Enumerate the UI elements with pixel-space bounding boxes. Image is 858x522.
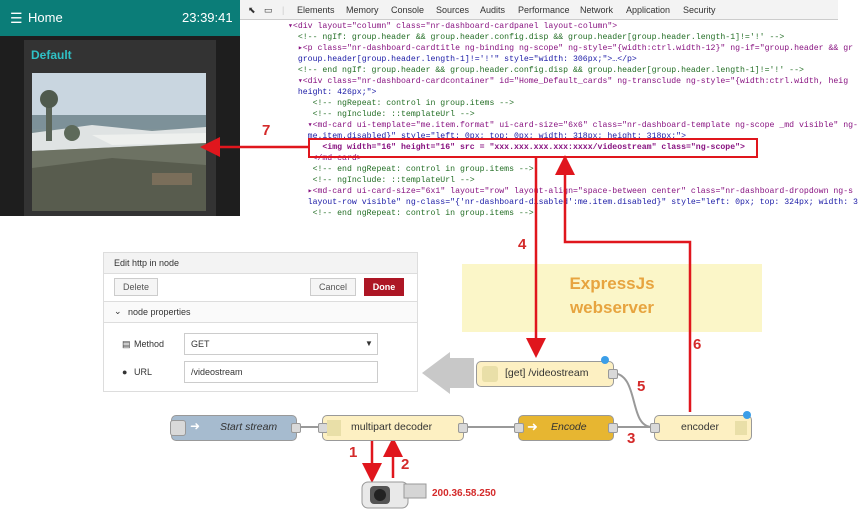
tab-console[interactable]: Console bbox=[391, 5, 425, 15]
changed-indicator bbox=[601, 356, 609, 364]
tab-sources[interactable]: Sources bbox=[436, 5, 470, 15]
edit-node-panel: Edit http in node Delete Cancel Done ⌄ n… bbox=[103, 252, 418, 392]
step-1: 1 bbox=[349, 444, 358, 461]
encode-label: Encode bbox=[551, 421, 587, 433]
step-7: 7 bbox=[262, 122, 271, 139]
arrow-right-icon: ➜ bbox=[190, 419, 201, 433]
dom-line[interactable]: <!-- ngInclude: ::templateUrl --> bbox=[288, 110, 475, 119]
video-stream-image bbox=[32, 73, 206, 211]
express-line-1: ExpressJs bbox=[569, 274, 655, 293]
hamburger-icon[interactable]: ☰ bbox=[10, 10, 23, 26]
inspect-icon[interactable]: ⬉ bbox=[248, 5, 256, 15]
caret-down-icon: ▼ bbox=[365, 339, 373, 348]
changed-indicator bbox=[743, 411, 751, 419]
list-icon: ▤ bbox=[122, 339, 131, 349]
http-in-label: [get] /videostream bbox=[505, 367, 589, 379]
section-label: node properties bbox=[128, 307, 191, 317]
inject-button[interactable] bbox=[170, 420, 186, 436]
multipart-decoder-label: multipart decoder bbox=[351, 421, 433, 433]
method-value: GET bbox=[191, 339, 210, 349]
done-button[interactable]: Done bbox=[364, 278, 404, 296]
dom-line[interactable]: ▾<md-card ui-template="me.item.format" u… bbox=[288, 121, 858, 130]
step-6: 6 bbox=[693, 336, 702, 353]
device-toolbar-icon[interactable]: ▭ bbox=[264, 5, 273, 15]
chevron-down-icon: ⌄ bbox=[114, 306, 122, 316]
step-5: 5 bbox=[637, 378, 646, 395]
dom-line[interactable]: <!-- ngRepeat: control in group.items --… bbox=[288, 99, 515, 108]
output-port[interactable] bbox=[608, 423, 618, 433]
dashboard-toolbar: ☰ Home 23:39:41 bbox=[0, 0, 240, 36]
encoder-node[interactable]: encoder bbox=[650, 411, 752, 441]
beach-scene-icon bbox=[32, 73, 206, 211]
dom-line[interactable]: ▾<div class="nr-dashboard-cardcontainer"… bbox=[288, 77, 849, 86]
dom-line[interactable]: height: 426px;"> bbox=[288, 88, 377, 97]
arrow-right-icon: ➜ bbox=[527, 419, 538, 434]
encoder-icon bbox=[735, 421, 747, 435]
dom-line[interactable]: me.item.disabled}" style="left: 0px; top… bbox=[288, 132, 686, 141]
step-3: 3 bbox=[627, 430, 636, 447]
express-webserver-box: ExpressJs webserver bbox=[462, 264, 762, 332]
devtools-tabbar: ⬉ ▭ | Elements Memory Console Sources Au… bbox=[240, 0, 838, 20]
decoder-icon bbox=[327, 420, 341, 436]
dom-line[interactable]: group.header[group.header.length-1]!='!'… bbox=[288, 55, 637, 64]
edit-node-title: Edit http in node bbox=[114, 258, 180, 268]
http-in-node[interactable]: [get] /videostream bbox=[476, 361, 618, 387]
step-2: 2 bbox=[401, 456, 410, 473]
dom-line[interactable]: ▸<p class="nr-dashboard-cardtitle ng-bin… bbox=[288, 44, 854, 53]
dom-line[interactable]: ▸<md-card ui-card-size="6x1" layout="row… bbox=[288, 187, 854, 196]
tab-network[interactable]: Network bbox=[580, 5, 614, 15]
dashboard-title: Home bbox=[28, 10, 63, 25]
tab-security[interactable]: Security bbox=[683, 5, 716, 15]
dom-line[interactable]: <!-- ngIf: group.header && group.header.… bbox=[288, 33, 785, 42]
tab-audits[interactable]: Audits bbox=[480, 5, 506, 15]
multipart-decoder-node[interactable]: multipart decoder bbox=[318, 415, 468, 441]
tab-performance[interactable]: Performance bbox=[518, 5, 570, 15]
output-port[interactable] bbox=[291, 423, 301, 433]
step-4: 4 bbox=[518, 236, 527, 253]
camera-ip-label: 200.36.58.250 bbox=[432, 488, 496, 499]
card-title: Default bbox=[31, 48, 72, 62]
globe-icon bbox=[482, 366, 498, 382]
dashboard-clock: 23:39:41 bbox=[182, 10, 233, 25]
delete-button[interactable]: Delete bbox=[114, 278, 158, 296]
output-port[interactable] bbox=[608, 369, 618, 379]
img-stream-line[interactable]: <img width="16" height="16" src = "xxx.x… bbox=[288, 143, 745, 152]
express-line-2: webserver bbox=[569, 298, 655, 317]
start-stream-label: Start stream bbox=[220, 421, 278, 433]
dashboard-panel: ☰ Home 23:39:41 Default bbox=[0, 0, 240, 216]
dom-line[interactable]: ▾<div layout="column" class="nr-dashboar… bbox=[288, 22, 618, 31]
url-label: URL bbox=[134, 367, 153, 377]
input-port[interactable] bbox=[650, 423, 660, 433]
dom-line[interactable]: <!-- end ngRepeat: control in group.item… bbox=[288, 165, 534, 174]
dom-line[interactable]: <!-- ngInclude: ::templateUrl --> bbox=[288, 176, 475, 185]
connections-layer bbox=[200, 137, 692, 483]
devtools-panel: ⬉ ▭ | Elements Memory Console Sources Au… bbox=[240, 0, 858, 222]
encode-node[interactable]: ➜ Encode bbox=[514, 415, 618, 441]
output-port[interactable] bbox=[458, 423, 468, 433]
start-stream-node[interactable]: ➜ Start stream bbox=[170, 415, 301, 441]
tab-memory[interactable]: Memory bbox=[346, 5, 379, 15]
tab-application[interactable]: Application bbox=[626, 5, 671, 15]
url-value: /videostream bbox=[191, 367, 243, 377]
tab-elements[interactable]: Elements bbox=[297, 5, 335, 15]
dashboard-card: Default bbox=[24, 40, 216, 216]
encoder-label: encoder bbox=[681, 421, 719, 433]
tab-divider: | bbox=[282, 5, 285, 15]
dom-line[interactable]: <!-- end ngIf: group.header && group.hea… bbox=[288, 66, 804, 75]
dom-line[interactable]: </md-card> bbox=[288, 154, 362, 163]
method-label: Method bbox=[134, 339, 165, 349]
input-port[interactable] bbox=[514, 423, 524, 433]
globe-icon: ● bbox=[122, 367, 128, 377]
url-input[interactable]: /videostream bbox=[184, 361, 378, 383]
node-properties-header[interactable]: ⌄ node properties bbox=[104, 301, 417, 323]
dom-line[interactable]: <!-- end ngRepeat: control in group.item… bbox=[288, 209, 534, 218]
cancel-button[interactable]: Cancel bbox=[310, 278, 356, 296]
method-select[interactable]: GET ▼ bbox=[184, 333, 378, 355]
